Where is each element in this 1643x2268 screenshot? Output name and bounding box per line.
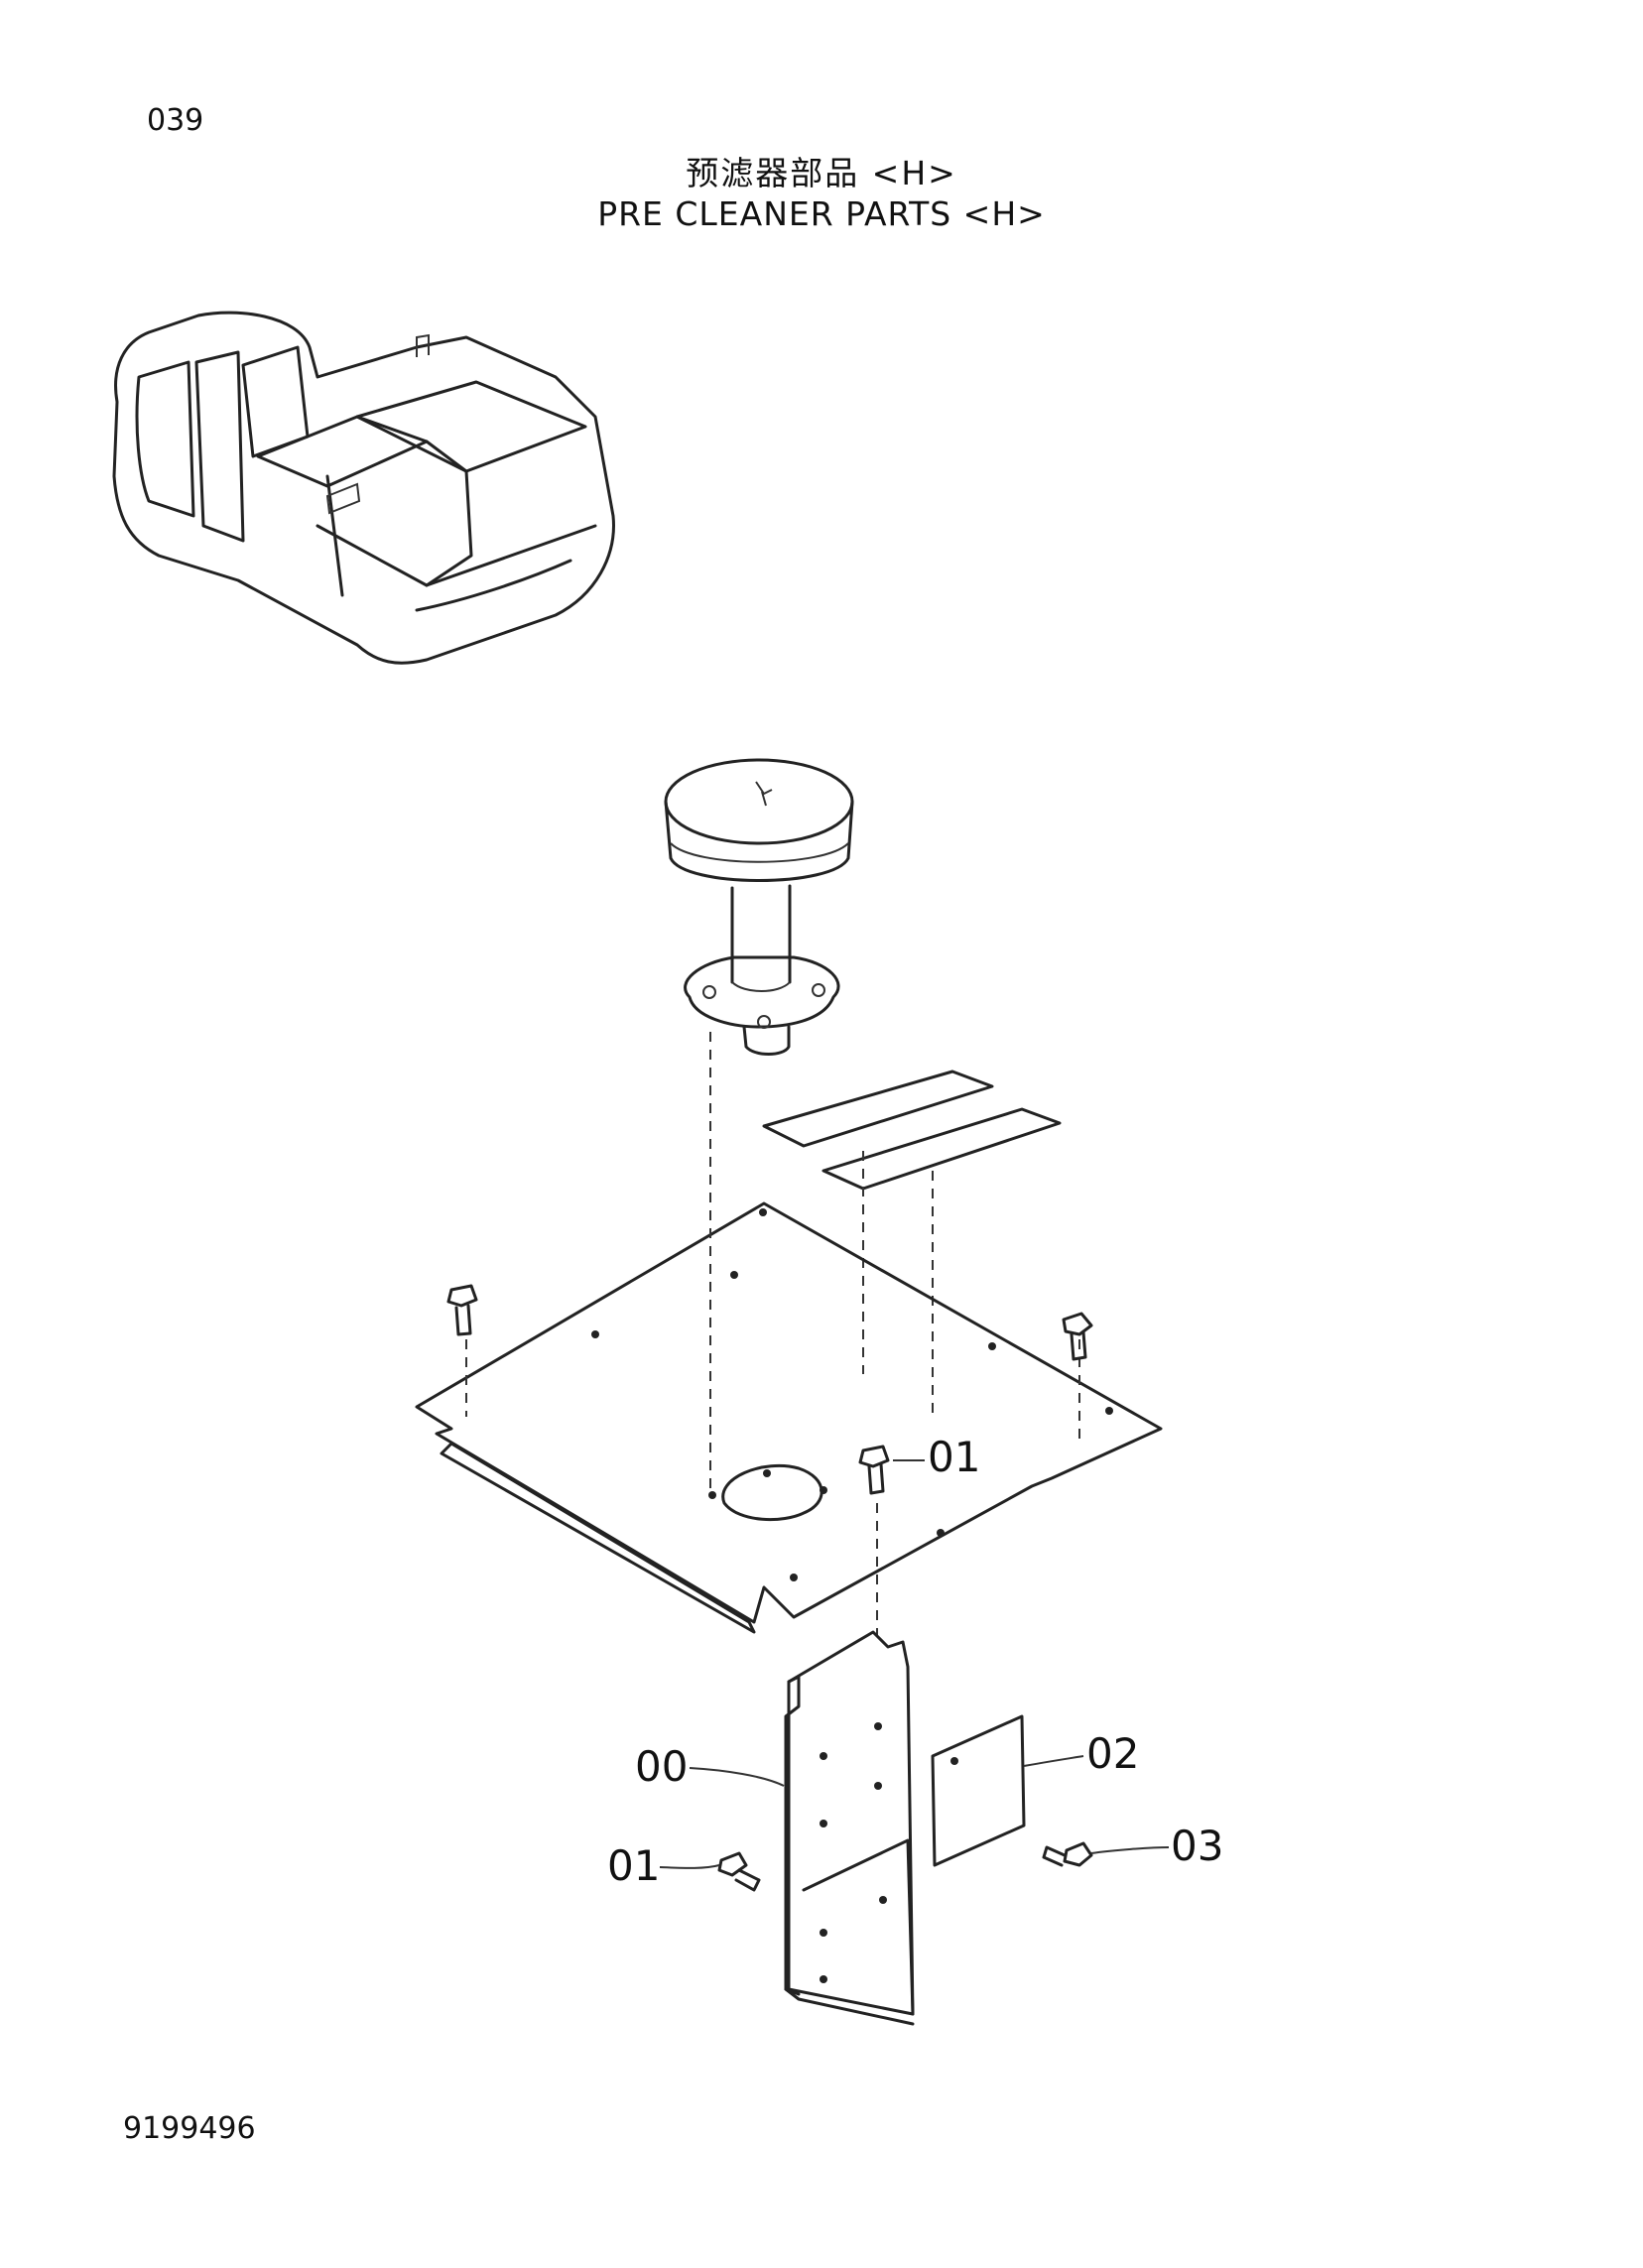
document-number: 9199496 [123,2111,256,2146]
page-title-cn: 预滤器部品 <H> [686,154,957,192]
callout-01-bottom: 01 [607,1841,660,1890]
callout-03: 03 [1171,1822,1223,1870]
excavator-overview-icon [112,311,615,665]
callout-00: 00 [635,1742,688,1791]
page-number: 039 [147,103,204,138]
callout-01-top: 01 [928,1433,980,1481]
callout-02: 02 [1086,1729,1139,1778]
pre-cleaner-icon [664,758,854,1056]
bracket-icon [784,1630,915,2026]
small-plate [931,1714,1026,1867]
leader-lines [659,1459,1170,1869]
page-title-en: PRE CLEANER PARTS <H> [597,194,1046,233]
bolt-icon [446,1284,1093,1892]
cover-plate-icon [415,1032,1163,1634]
seal-pad-icon [762,1070,1062,1419]
